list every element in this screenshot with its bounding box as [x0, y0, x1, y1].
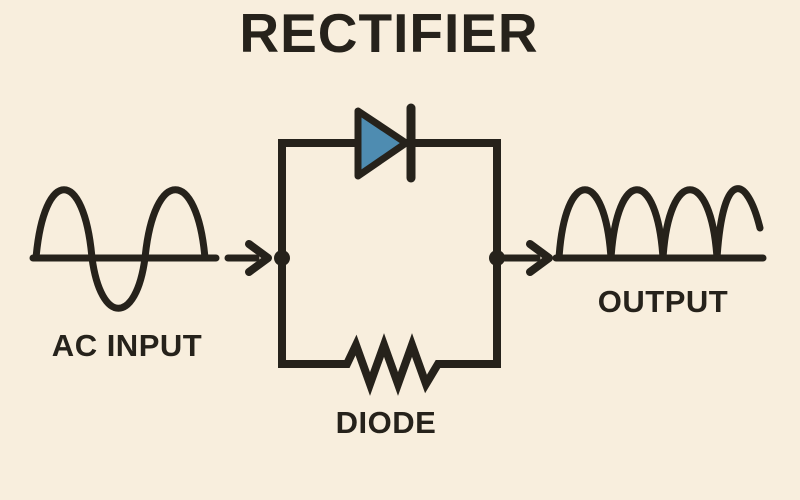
output-arrow-icon — [496, 240, 553, 276]
diode-label: DIODE — [335, 405, 437, 440]
circuit-loop — [278, 139, 501, 396]
diode-symbol — [354, 103, 416, 183]
ac-input-label: AC INPUT — [51, 328, 203, 363]
input-arrow-head — [245, 240, 272, 276]
ac-sine-wave — [32, 186, 209, 312]
ac-input-waveform — [29, 186, 220, 312]
output-label: OUTPUT — [597, 284, 729, 319]
output-waveform — [552, 185, 767, 262]
diode-anode-triangle — [354, 107, 410, 180]
junction-node-left — [274, 250, 290, 266]
diagram-title: RECTIFIER — [239, 2, 539, 64]
input-arrow-icon — [224, 240, 272, 276]
output-arrow-head — [526, 240, 553, 276]
output-humps — [555, 185, 764, 262]
